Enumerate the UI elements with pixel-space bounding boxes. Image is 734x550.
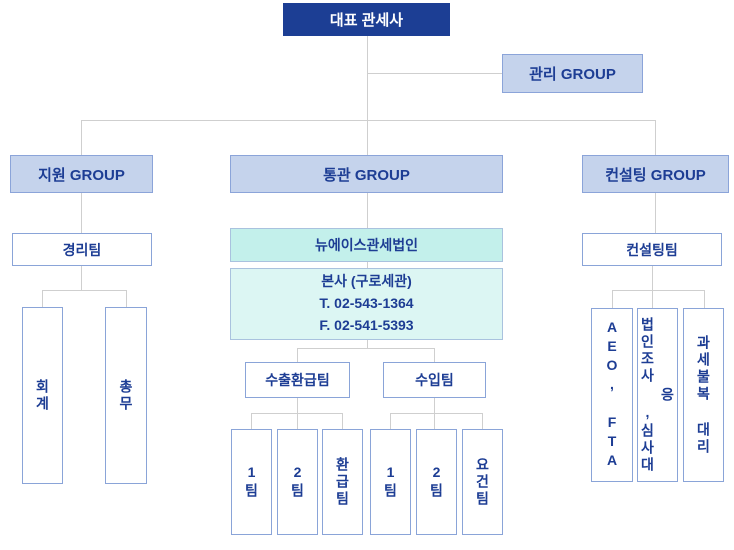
headquarters-fax: F. 02-541-5393 <box>319 316 414 333</box>
headquarters-phone: T. 02-543-1364 <box>319 295 414 312</box>
node-consulting-subteam-tax-appeal: 과세불복 대리 <box>683 308 724 482</box>
node-export-refund-team: 수출환급팀 <box>245 362 350 398</box>
connector-line <box>42 290 126 291</box>
connector-line <box>251 413 252 429</box>
node-consulting-subteam-aeo-fta: AEO, FTA <box>591 308 633 482</box>
connector-line <box>612 290 613 308</box>
node-consulting-group: 컨설팅 GROUP <box>582 155 729 193</box>
node-customs-group: 통관 GROUP <box>230 155 503 193</box>
node-import-subteam-2: 2팀 <box>416 429 457 535</box>
node-consulting-subteam-audit: 법인조사 ,심사대응 <box>637 308 678 482</box>
connector-line <box>390 413 391 429</box>
node-headquarters: 본사 (구로세관) T. 02-543-1364 F. 02-541-5393 <box>230 268 503 340</box>
node-import-team: 수입팀 <box>383 362 486 398</box>
connector-line <box>42 290 43 307</box>
connector-line <box>367 340 368 348</box>
connector-line <box>126 290 127 307</box>
node-consulting-team: 컨설팅팀 <box>582 233 722 266</box>
connector-line <box>655 193 656 233</box>
node-export-subteam-2: 2팀 <box>277 429 318 535</box>
node-export-subteam-1: 1팀 <box>231 429 272 535</box>
node-import-subteam-requirements: 요건팀 <box>462 429 503 535</box>
connector-line <box>81 193 82 233</box>
connector-line <box>652 290 653 308</box>
node-management-group: 관리 GROUP <box>502 54 643 93</box>
connector-line <box>81 120 655 121</box>
connector-line <box>367 262 368 268</box>
node-support-group: 지원 GROUP <box>10 155 153 193</box>
node-import-subteam-1: 1팀 <box>370 429 411 535</box>
node-accounting-team: 경리팀 <box>12 233 152 266</box>
node-ceo: 대표 관세사 <box>283 3 450 36</box>
connector-line <box>367 73 502 74</box>
connector-line <box>297 348 434 349</box>
connector-line <box>704 290 705 308</box>
connector-line <box>297 348 298 362</box>
node-corporation: 뉴에이스관세법인 <box>230 228 503 262</box>
connector-line <box>482 413 483 429</box>
headquarters-name: 본사 (구로세관) <box>321 273 412 290</box>
connector-line <box>390 413 482 414</box>
connector-line <box>612 290 704 291</box>
connector-line <box>652 266 653 290</box>
node-subteam-accounting: 회계 <box>22 307 63 484</box>
connector-line <box>81 266 82 290</box>
connector-line <box>367 193 368 228</box>
node-subteam-general-affairs: 총무 <box>105 307 147 484</box>
connector-line <box>434 348 435 362</box>
connector-line <box>655 120 656 155</box>
node-export-subteam-refund: 환급팀 <box>322 429 363 535</box>
connector-line <box>342 413 343 429</box>
connector-line <box>81 120 82 155</box>
connector-line <box>251 413 342 414</box>
connector-line <box>367 36 368 155</box>
